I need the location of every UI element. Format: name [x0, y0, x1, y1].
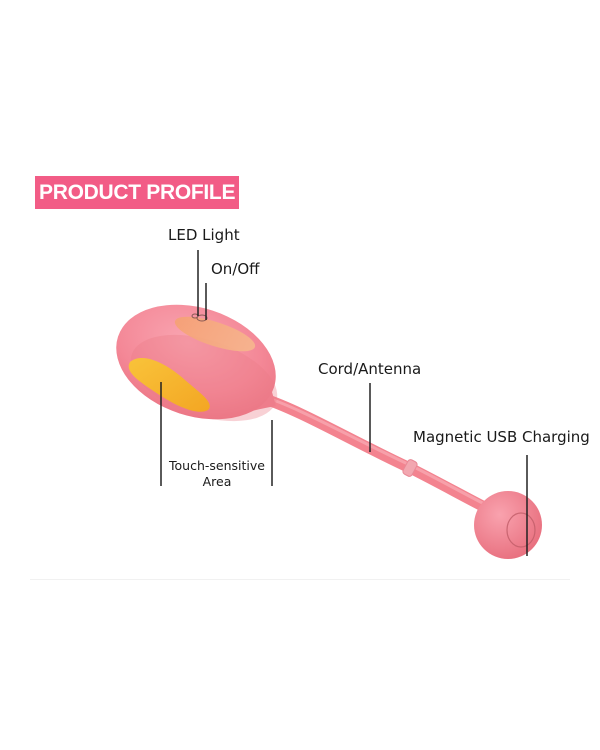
label-touch-area-line2: Area	[202, 474, 232, 489]
usb-contact	[506, 512, 536, 548]
led-light-strip	[174, 316, 256, 352]
cord-joint	[402, 459, 418, 477]
label-cord-antenna: Cord/Antenna	[318, 360, 422, 378]
label-touch-area-line1: Touch-sensitive	[169, 458, 265, 473]
cord-antenna	[256, 392, 506, 521]
label-usb-charging: Magnetic USB Charging	[413, 428, 590, 446]
product-profile-badge: PRODUCT PROFILE	[35, 176, 240, 209]
label-led-light: LED Light	[168, 226, 240, 244]
floor-divider	[30, 579, 570, 580]
touch-sensitive-area	[128, 358, 210, 412]
label-touch-area: Touch-sensitive Area	[152, 458, 282, 490]
label-on-off: On/Off	[211, 260, 260, 278]
